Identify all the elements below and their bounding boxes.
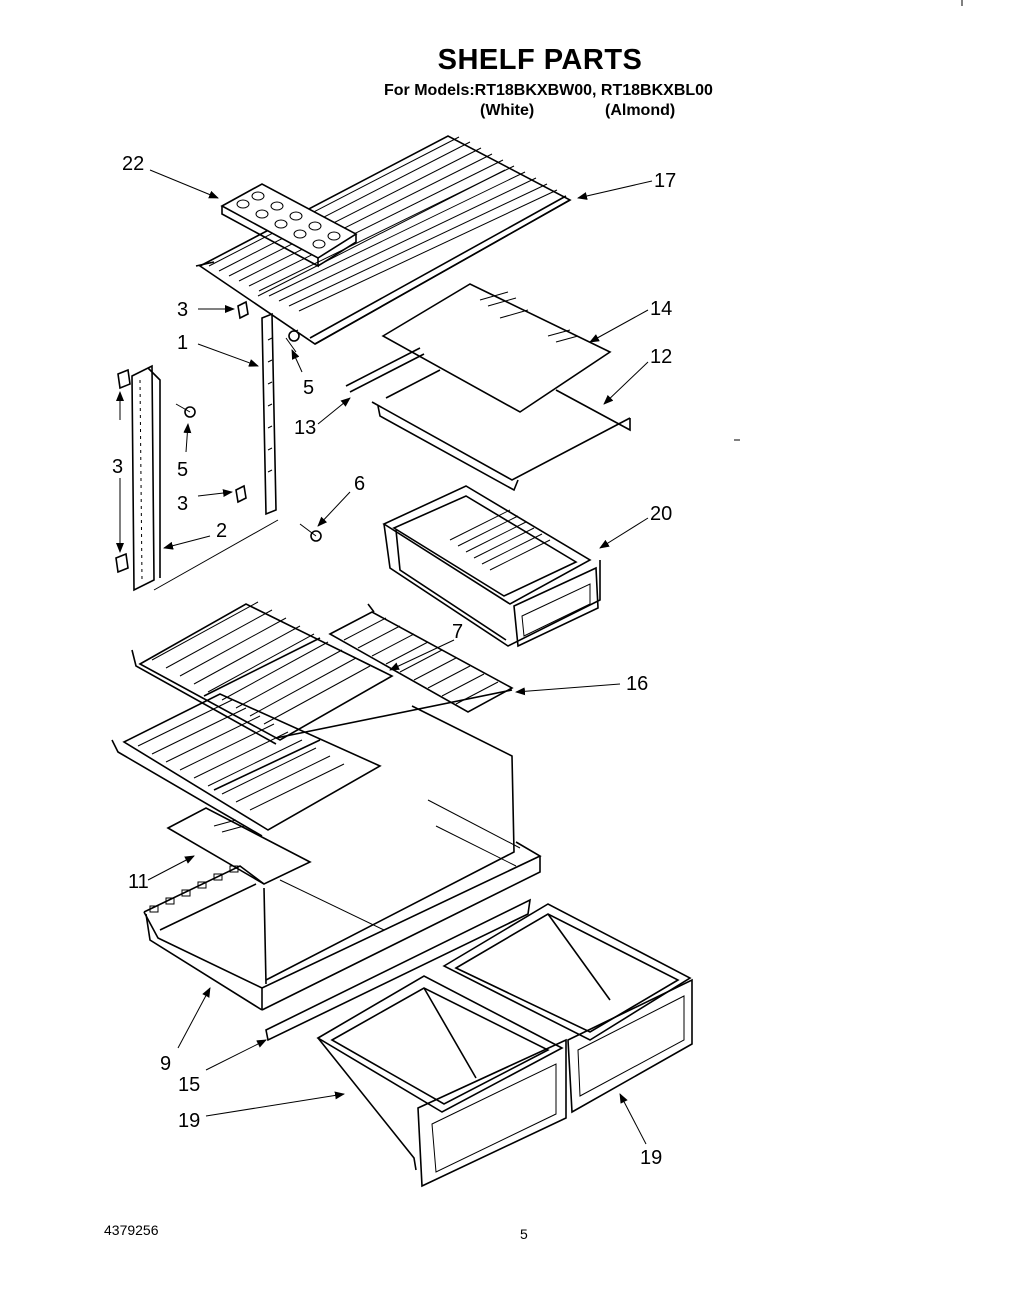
callout-7: 7 — [452, 621, 463, 643]
leader-lines — [116, 169, 653, 1145]
page-number: 5 — [520, 1226, 528, 1242]
upper-wire-shelf-left — [131, 601, 394, 745]
upper-wire-shelf-right — [275, 603, 514, 739]
color-white-label: (White) — [480, 102, 535, 119]
callout-17: 17 — [654, 170, 676, 192]
callout-11: 11 — [128, 871, 149, 893]
callout-19-right: 19 — [640, 1147, 662, 1169]
callout-5-right: 5 — [303, 377, 314, 399]
callout-13: 13 — [294, 417, 316, 439]
callout-5-left: 5 — [177, 459, 188, 481]
ladder-support-right — [235, 300, 322, 542]
meat-drawer — [382, 485, 601, 648]
color-almond-label: (Almond) — [605, 102, 676, 119]
shelf-cover-glass — [166, 807, 312, 885]
callout-3-left: 3 — [112, 456, 123, 478]
callout-3-bottom: 3 — [177, 493, 188, 515]
callout-16: 16 — [626, 673, 648, 695]
callout-2: 2 — [216, 520, 227, 542]
crisper-drawer-right — [442, 903, 693, 1114]
callout-20: 20 — [650, 503, 672, 525]
lower-wire-shelf — [111, 693, 382, 837]
page-title: SHELF PARTS — [437, 44, 643, 76]
crisper-drawer-left — [316, 975, 567, 1188]
top-wire-shelf — [195, 135, 572, 345]
glass-shelf-frame — [345, 347, 631, 492]
callout-3-top: 3 — [177, 299, 188, 321]
callout-14: 14 — [650, 298, 672, 320]
egg-tray — [220, 183, 358, 268]
callout-9: 9 — [160, 1053, 171, 1075]
callout-22: 22 — [122, 153, 144, 175]
callout-6: 6 — [354, 473, 365, 495]
glass-shelf — [381, 283, 612, 413]
models-line: For Models:RT18BKXBW00, RT18BKXBL00 — [384, 82, 713, 99]
callout-1: 1 — [177, 332, 188, 354]
callout-15: 15 — [178, 1074, 200, 1096]
callout-19-left: 19 — [178, 1110, 200, 1132]
ladder-support-left — [115, 364, 279, 592]
callout-12: 12 — [650, 346, 672, 368]
crisper-cover-frame — [143, 705, 542, 1042]
part-code: 4379256 — [104, 1222, 159, 1238]
